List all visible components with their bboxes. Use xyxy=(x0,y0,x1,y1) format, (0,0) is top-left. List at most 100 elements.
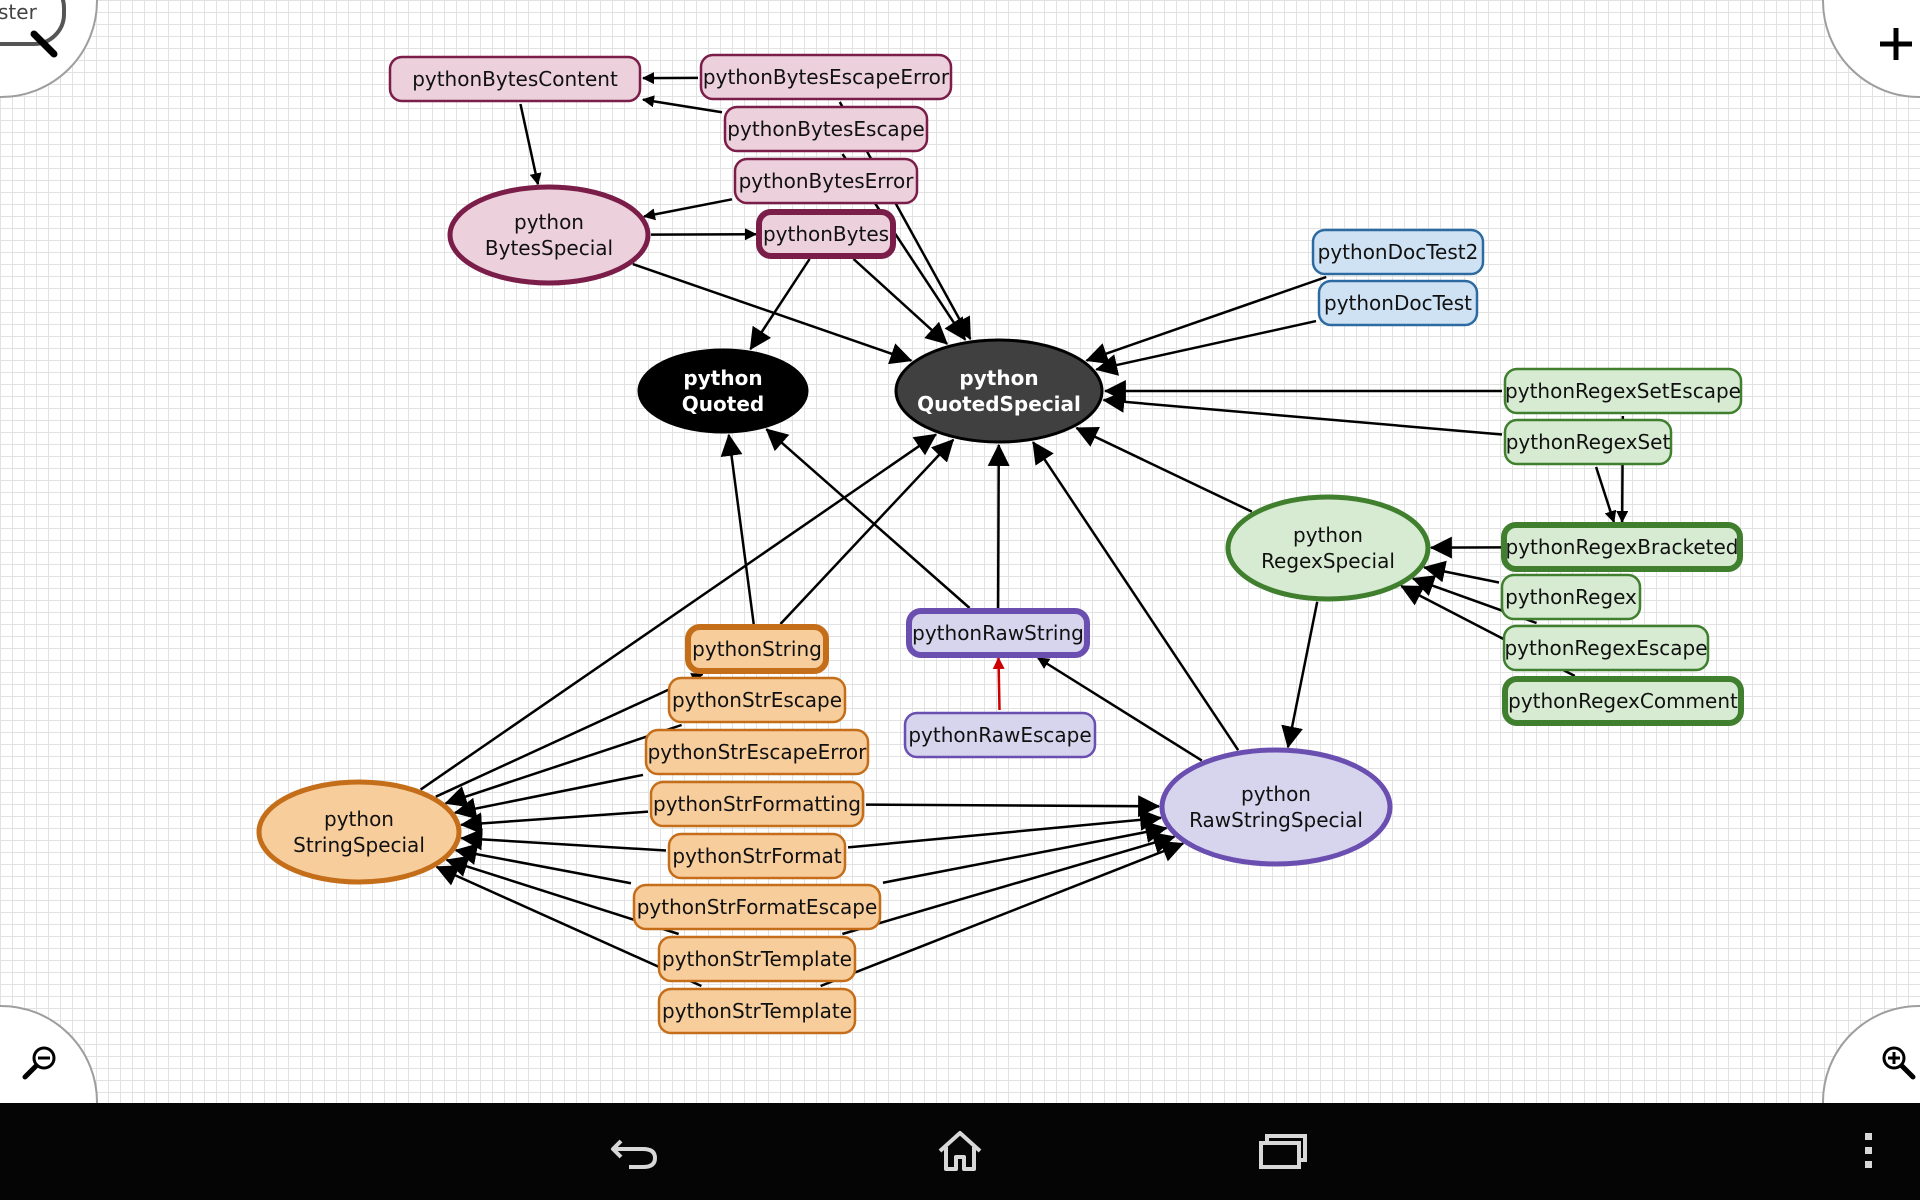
node-label: pythonBytes xyxy=(763,222,889,246)
node-pythonBytesContent[interactable]: pythonBytesContent xyxy=(388,55,642,103)
recent-apps-button[interactable] xyxy=(1242,1121,1322,1181)
node-box xyxy=(657,935,857,983)
plus-icon[interactable] xyxy=(1876,24,1916,64)
node-pythonBytesEscapeError[interactable]: pythonBytesEscapeError xyxy=(699,53,953,101)
node-pythonRegexComment[interactable]: pythonRegexComment xyxy=(1502,676,1744,726)
node-label: pythonString xyxy=(692,637,822,661)
node-label-line: pythonRegexBracketed xyxy=(1506,535,1739,559)
edge-pythonRawEscape-to-pythonRawString xyxy=(992,657,1005,711)
node-label: pythonDocTest2 xyxy=(1318,240,1479,264)
edge-pythonStrEscape-to-pythonStringSpecial xyxy=(444,723,683,808)
node-pythonStrFormatting[interactable]: pythonStrFormatting xyxy=(649,780,865,828)
node-pythonRegexSetEscape[interactable]: pythonRegexSetEscape xyxy=(1503,367,1743,415)
node-pythonRawString[interactable]: pythonRawString xyxy=(906,608,1090,658)
node-pythonBytesError[interactable]: pythonBytesError xyxy=(733,157,919,205)
node-label-line: pythonBytesEscapeError xyxy=(703,65,950,89)
edge-pythonDocTest-to-pythonQuotedSpecial xyxy=(1095,319,1317,376)
edge-pythonBytes-to-pythonQuoted xyxy=(749,258,811,351)
recent-apps-icon xyxy=(1259,1134,1307,1169)
node-pythonRegexEscape[interactable]: pythonRegexEscape xyxy=(1502,624,1710,672)
node-label-line: pythonBytesEscape xyxy=(727,117,924,141)
edge-pythonString-to-pythonQuotedSpecial xyxy=(779,438,955,625)
node-label-line: pythonStrTemplate xyxy=(662,947,852,971)
edge-pythonRawString-to-pythonQuoted xyxy=(765,428,971,609)
edge-pythonRegexSet-to-pythonQuotedSpecial xyxy=(1102,390,1503,436)
node-box xyxy=(1311,228,1485,276)
edge-pythonRegexSpecial-to-pythonRawStringSpecial xyxy=(1281,601,1319,749)
node-box xyxy=(756,209,896,259)
dependency-graph[interactable]: pythonBytesContent pythonBytesEscapeError… xyxy=(0,0,1920,1103)
node-label-line: pythonRegex xyxy=(1505,585,1637,609)
edge-pythonDocTest2-to-pythonQuotedSpecial xyxy=(1085,275,1327,365)
node-label-line: pythonStrTemplate xyxy=(662,999,852,1023)
node-ellipse xyxy=(1159,747,1393,867)
node-label-line: pythonRegexSet xyxy=(1506,430,1671,454)
node-pythonDocTest2[interactable]: pythonDocTest2 xyxy=(1311,228,1485,276)
edge-pythonRawStringSpecial-to-pythonRawString xyxy=(1037,656,1203,762)
node-label-line: python xyxy=(324,807,394,831)
edge-pythonBytesSpecial-to-pythonQuotedSpecial xyxy=(632,262,913,365)
node-box xyxy=(388,55,642,103)
edge-pythonStrFormatEscape-to-pythonRawStringSpecial xyxy=(882,821,1168,884)
node-pythonRawEscape[interactable]: pythonRawEscape xyxy=(903,711,1097,759)
node-label-line: python xyxy=(1293,523,1363,547)
node-box xyxy=(699,53,953,101)
node-label: pythonRawString xyxy=(912,621,1084,645)
node-pythonBytes[interactable]: pythonBytes xyxy=(756,209,896,259)
back-button[interactable] xyxy=(596,1121,676,1181)
search-icon[interactable] xyxy=(22,22,62,62)
edge-pythonRegexSpecial-to-pythonQuotedSpecial xyxy=(1075,426,1253,513)
node-pythonString[interactable]: pythonString xyxy=(685,624,829,674)
node-box xyxy=(723,105,929,153)
zoom-in-icon[interactable] xyxy=(1878,1043,1918,1083)
node-ellipse xyxy=(1225,494,1431,602)
node-pythonRegexSet[interactable]: pythonRegexSet xyxy=(1503,418,1673,466)
node-label: pythonRegexBracketed xyxy=(1506,535,1739,559)
node-box xyxy=(1501,522,1743,572)
node-box xyxy=(733,157,919,205)
home-button[interactable] xyxy=(920,1121,1000,1181)
node-label: pythonRawEscape xyxy=(908,723,1091,747)
overflow-menu-button[interactable] xyxy=(1828,1121,1908,1181)
node-ellipse xyxy=(637,348,809,434)
node-pythonBytesEscape[interactable]: pythonBytesEscape xyxy=(723,105,929,153)
node-pythonStrEscapeError[interactable]: pythonStrEscapeError xyxy=(644,728,870,776)
node-label: pythonStrEscapeError xyxy=(648,740,868,764)
node-box xyxy=(685,624,829,674)
graph-canvas[interactable]: pythonBytesContent pythonBytesEscapeError… xyxy=(0,0,1920,1103)
node-pythonStrTemplate_1[interactable]: pythonStrTemplate xyxy=(657,935,857,983)
node-box xyxy=(667,832,847,880)
node-pythonDocTest[interactable]: pythonDocTest xyxy=(1317,279,1479,327)
node-pythonStrTemplate_2[interactable]: pythonStrTemplate xyxy=(657,987,857,1035)
node-label: pythonRegexSet xyxy=(1506,430,1671,454)
node-ellipse xyxy=(447,184,651,286)
edge-pythonRegex-to-pythonRegexSpecial xyxy=(1423,560,1500,584)
node-pythonStrEscape[interactable]: pythonStrEscape xyxy=(667,676,847,724)
navigation-bar xyxy=(0,1103,1920,1200)
node-label: pythonDocTest xyxy=(1324,291,1472,315)
node-pythonStrFormatEscape[interactable]: pythonStrFormatEscape xyxy=(632,883,882,931)
node-pythonRegex[interactable]: pythonRegex xyxy=(1500,573,1642,621)
node-box xyxy=(906,608,1090,658)
zoom-out-icon[interactable] xyxy=(20,1043,60,1083)
node-box xyxy=(1502,624,1710,672)
node-pythonRegexBracketed[interactable]: pythonRegexBracketed xyxy=(1501,522,1743,572)
node-ellipse xyxy=(894,338,1104,444)
edge-pythonStringSpecial-to-pythonQuotedSpecial xyxy=(419,433,937,791)
node-label: pythonStrFormat xyxy=(672,844,841,868)
node-label: pythonStrFormatting xyxy=(653,792,861,816)
search-field-text: ster xyxy=(0,0,37,24)
edge-pythonStrEscapeError-to-pythonStringSpecial xyxy=(453,773,644,820)
node-box xyxy=(1500,573,1642,621)
edge-pythonBytes-to-pythonQuotedSpecial xyxy=(852,258,948,345)
node-pythonStrFormat[interactable]: pythonStrFormat xyxy=(667,832,847,880)
